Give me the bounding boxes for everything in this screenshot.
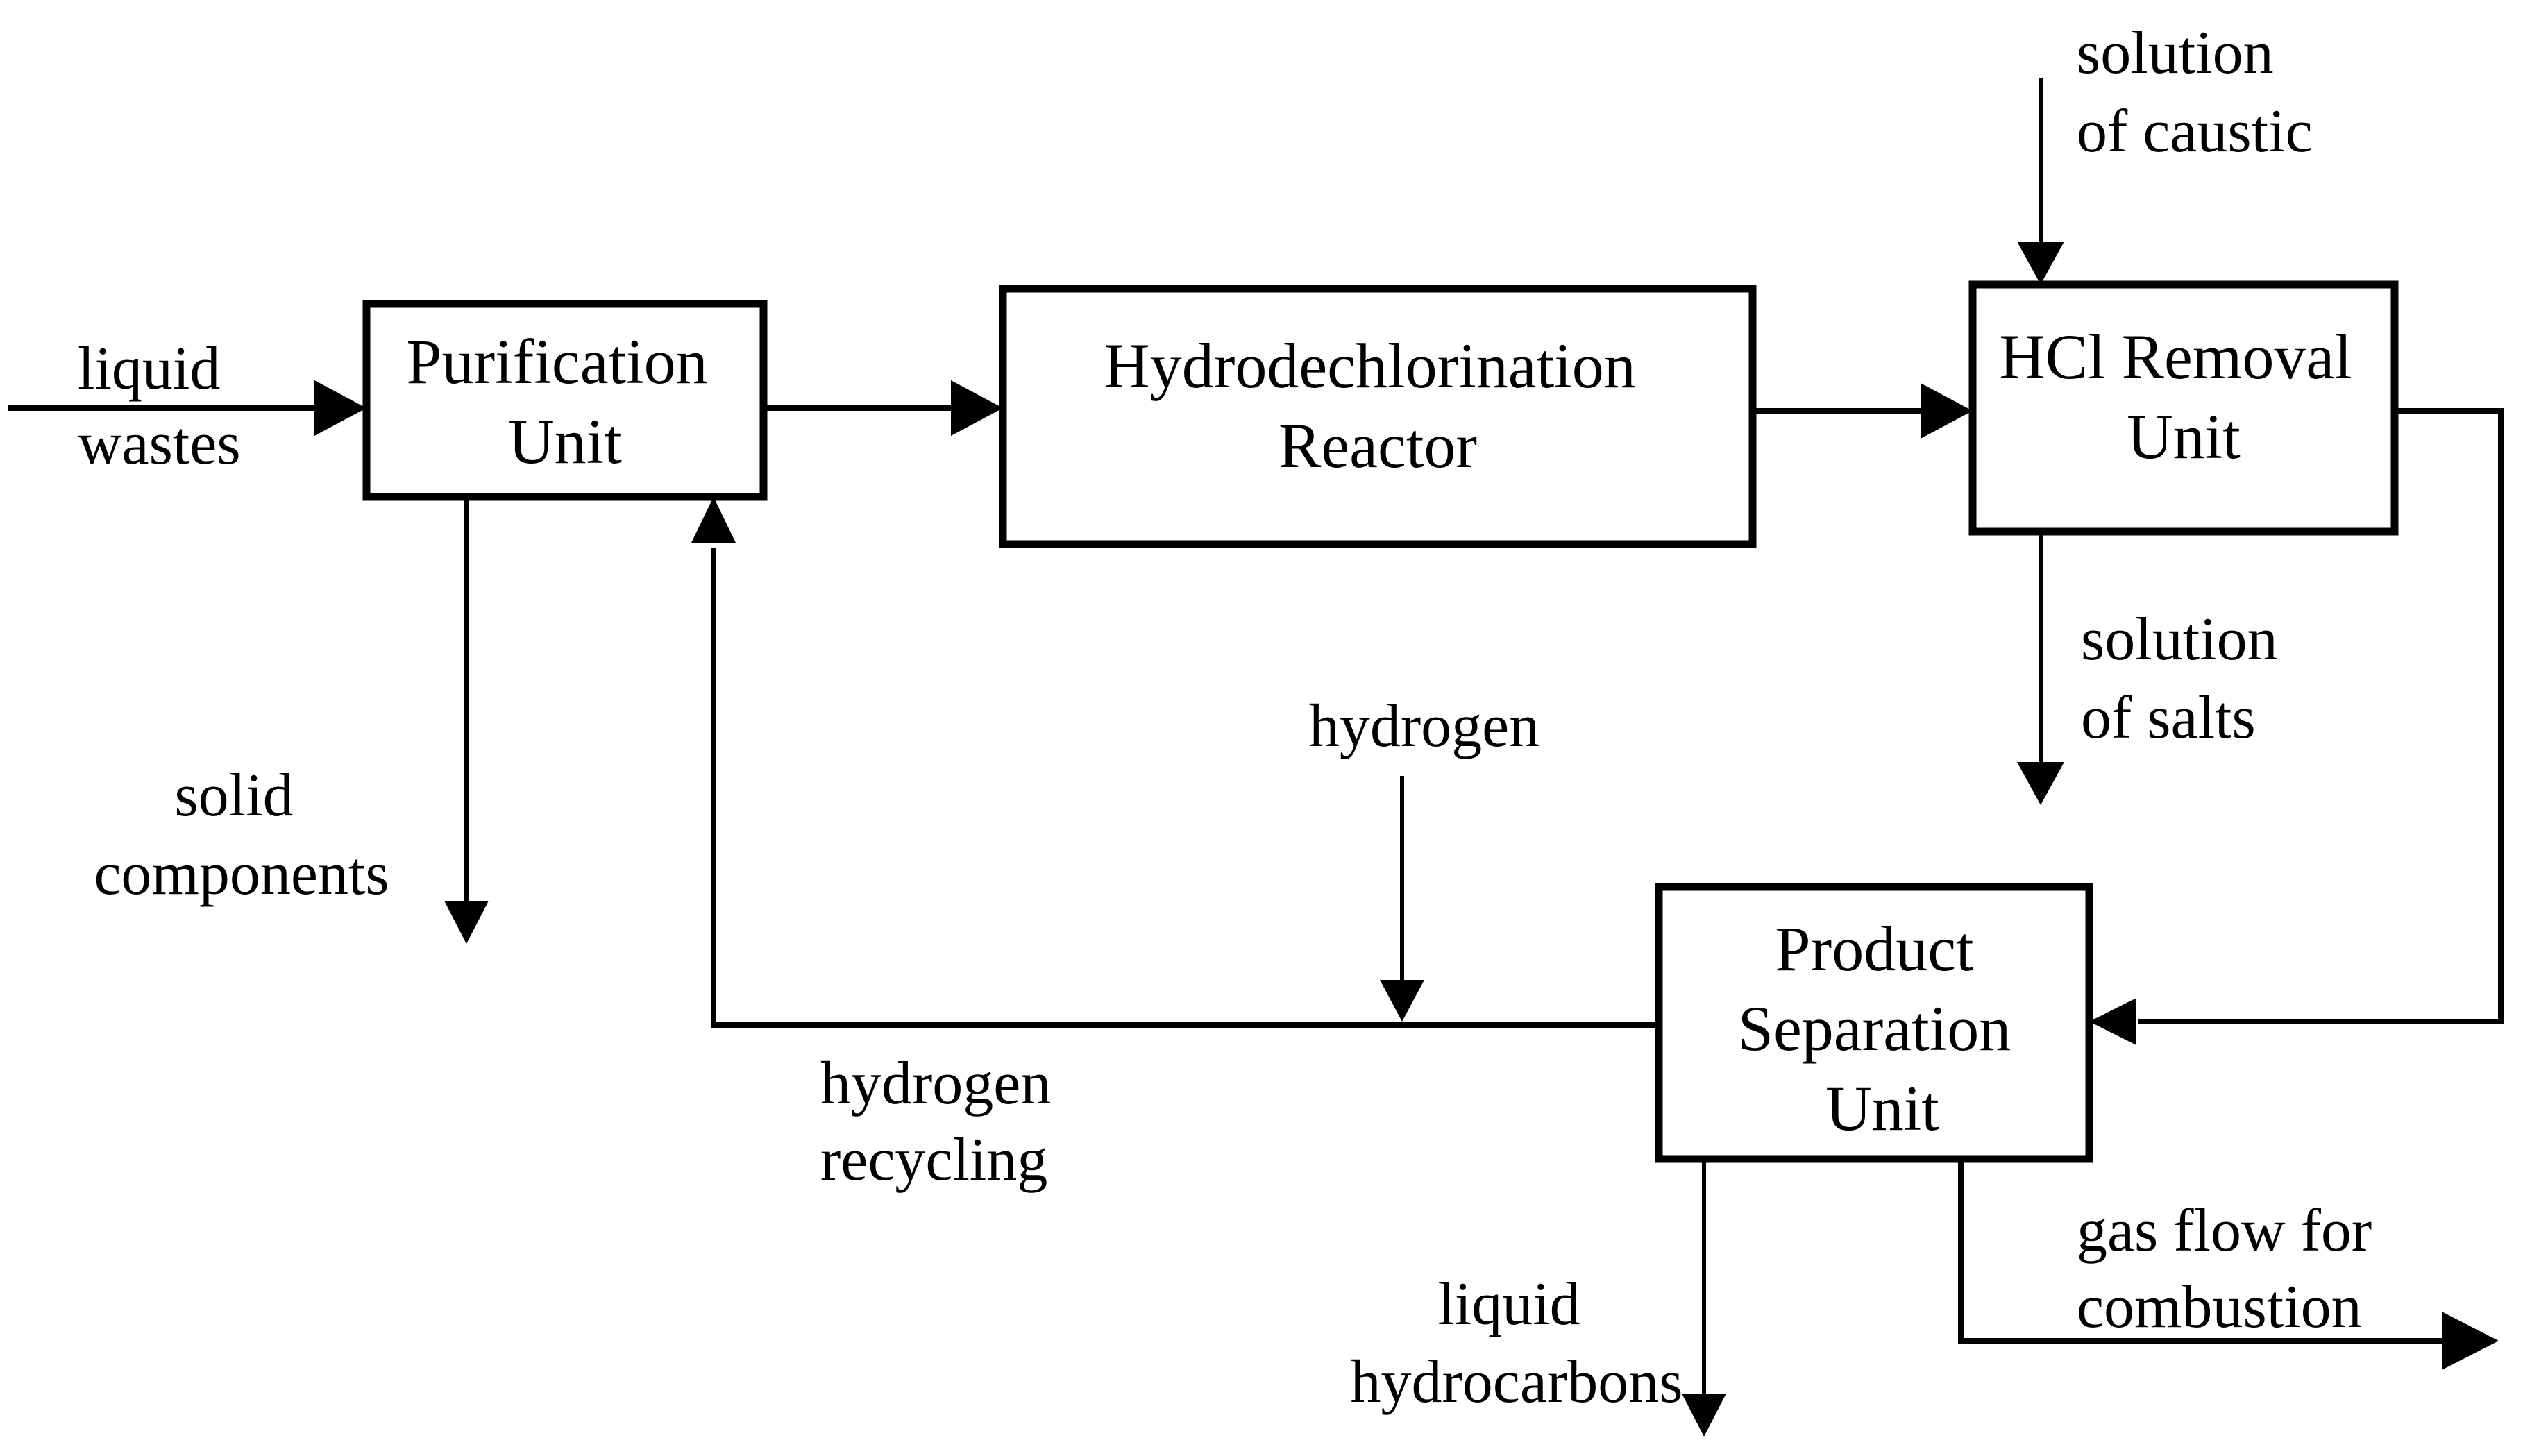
- solution-of-caustic-stream: [2017, 78, 2064, 285]
- hydrogen-label: hydrogen: [1309, 693, 1539, 760]
- hcl-to-product-separation-arrowhead-icon: [2089, 998, 2136, 1045]
- hydrogen-recycling-rail: [711, 548, 1659, 1028]
- product-separation-unit-box: [1655, 883, 2093, 1163]
- purification-to-reactor-stream: [763, 380, 1003, 436]
- gas-flow-label: gas flow for combustion: [2077, 1197, 2387, 1341]
- hydrodechlorination-reactor-label: Hydrodechlorination Reactor: [1104, 330, 1651, 481]
- solution-of-salts-arrowhead-icon: [2017, 762, 2064, 805]
- gas-flow-stream: [1958, 1159, 2499, 1370]
- hydrogen-recycling-label: hydrogen recycling: [820, 1050, 1066, 1194]
- gas-flow-arrowhead-icon: [2442, 1312, 2499, 1370]
- purification-unit-box: [362, 300, 768, 501]
- gas-flow-rail: [1958, 1159, 2442, 1344]
- solid-components-arrowhead-icon: [444, 901, 489, 944]
- liquid-wastes-label: liquid wastes: [78, 335, 241, 477]
- hydrogen-recycling-stream: [691, 497, 1659, 1028]
- hydrogen-stream: [1380, 776, 1424, 1022]
- purification-to-reactor-arrowhead-icon: [951, 380, 1003, 436]
- purification-unit: Purification Unit: [362, 300, 768, 501]
- liquid-hydrocarbons-label: liquid hydrocarbons: [1351, 1271, 1683, 1416]
- product-separation-unit: Product Separation Unit: [1655, 883, 2093, 1163]
- product-separation-unit-label: Product Separation Unit: [1738, 913, 2027, 1144]
- liquid-wastes-stream: [8, 380, 366, 436]
- hydrogen-recycling-arrowhead-icon: [691, 497, 736, 543]
- hydrodechlorination-reactor: Hydrodechlorination Reactor: [999, 285, 1757, 548]
- solid-components-stream: [444, 497, 489, 944]
- solution-of-salts-label: solution of salts: [2081, 606, 2293, 752]
- hydrogen-arrowhead-icon: [1380, 980, 1424, 1022]
- purification-unit-label: Purification Unit: [406, 326, 723, 477]
- reactor-to-hcl-stream: [1753, 383, 1973, 439]
- solution-of-salts-stream: [2017, 532, 2064, 805]
- liquid-wastes-arrowhead-icon: [314, 380, 366, 436]
- solution-of-caustic-arrowhead-icon: [2017, 242, 2064, 285]
- solution-of-caustic-label: solution of caustic: [2077, 19, 2313, 165]
- liquid-hydrocarbons-stream: [1682, 1159, 1726, 1437]
- hydrodechlorination-reactor-box: [999, 285, 1757, 548]
- hcl-removal-unit: HCl Removal Unit: [1968, 280, 2399, 536]
- hcl-to-product-separation-rail: [2138, 408, 2504, 1024]
- hcl-removal-unit-box: [1968, 280, 2399, 536]
- liquid-hydrocarbons-arrowhead-icon: [1682, 1394, 1726, 1437]
- hcl-removal-unit-label: HCl Removal Unit: [1999, 321, 2368, 472]
- reactor-to-hcl-arrowhead-icon: [1921, 383, 1973, 439]
- solid-components-label: solid components: [94, 762, 389, 908]
- hcl-to-product-separation-stream: [2089, 408, 2504, 1045]
